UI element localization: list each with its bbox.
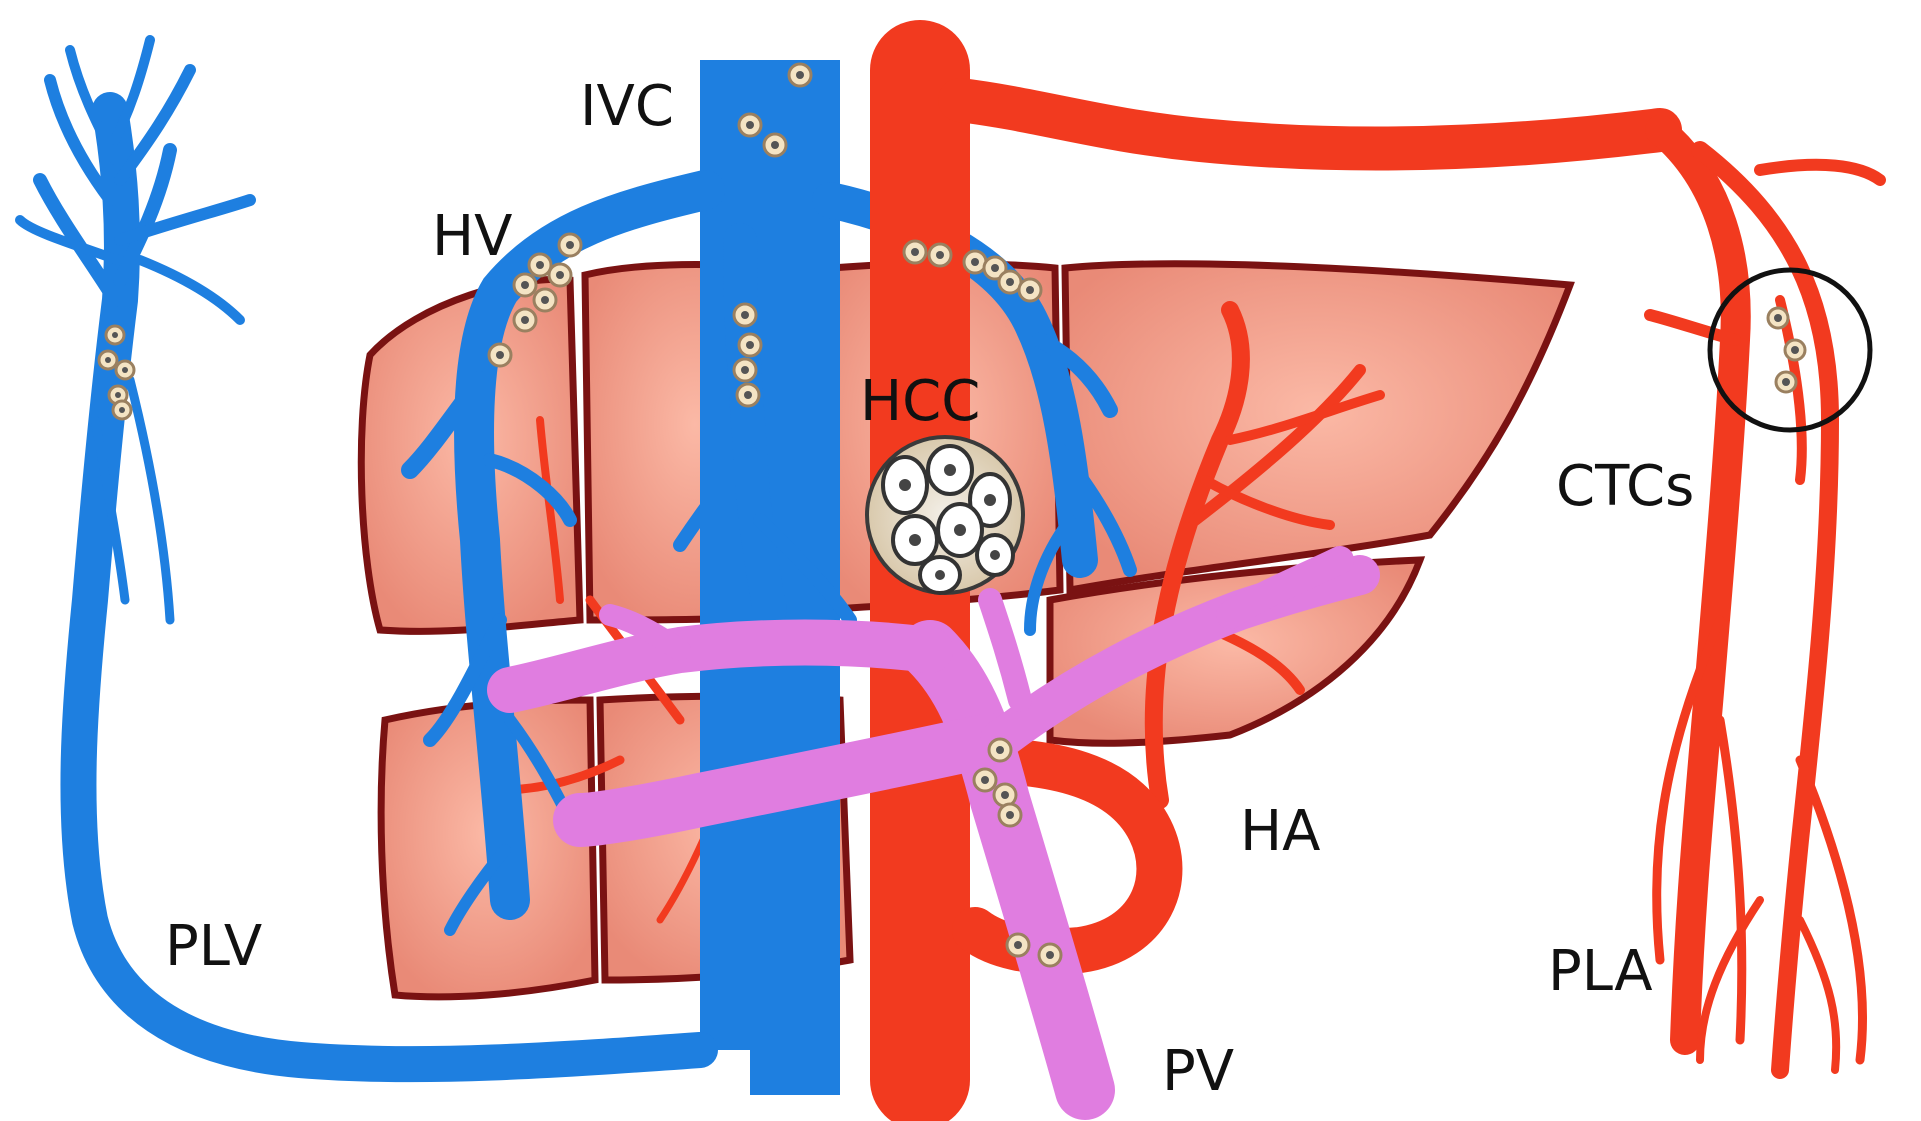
ctc-cluster-hv-right bbox=[902, 239, 1043, 303]
ctc-cluster-hv-left bbox=[487, 232, 583, 368]
ctc-cluster-plv bbox=[97, 324, 136, 421]
peripheral-limb-artery bbox=[1644, 115, 1886, 1079]
ctc-cluster-pla bbox=[1766, 306, 1807, 394]
ctc-highlight-circle bbox=[1707, 267, 1873, 433]
ctc-cluster-pv-upper bbox=[972, 737, 1023, 828]
liver-lobe-lower-right bbox=[1046, 556, 1426, 747]
label-ha: HA bbox=[1240, 799, 1320, 864]
peripheral-limb-vein bbox=[15, 35, 718, 1083]
label-hv: HV bbox=[432, 204, 512, 269]
label-pla: PLA bbox=[1548, 939, 1653, 1004]
label-plv: PLV bbox=[165, 914, 262, 979]
label-hcc: HCC bbox=[860, 369, 980, 434]
ctc-cluster-pv-lower bbox=[1005, 932, 1063, 968]
liver-lobe-upper-right bbox=[1061, 260, 1575, 595]
label-ctcs: CTCs bbox=[1556, 454, 1694, 519]
ctc-cluster-ivc bbox=[737, 62, 813, 158]
circulating-tumor-cells bbox=[97, 62, 1807, 968]
hcc-tumor bbox=[865, 435, 1025, 595]
label-ivc: IVC bbox=[580, 74, 674, 139]
label-pv: PV bbox=[1162, 1039, 1234, 1104]
ctc-cluster-hv-mid bbox=[732, 302, 763, 408]
